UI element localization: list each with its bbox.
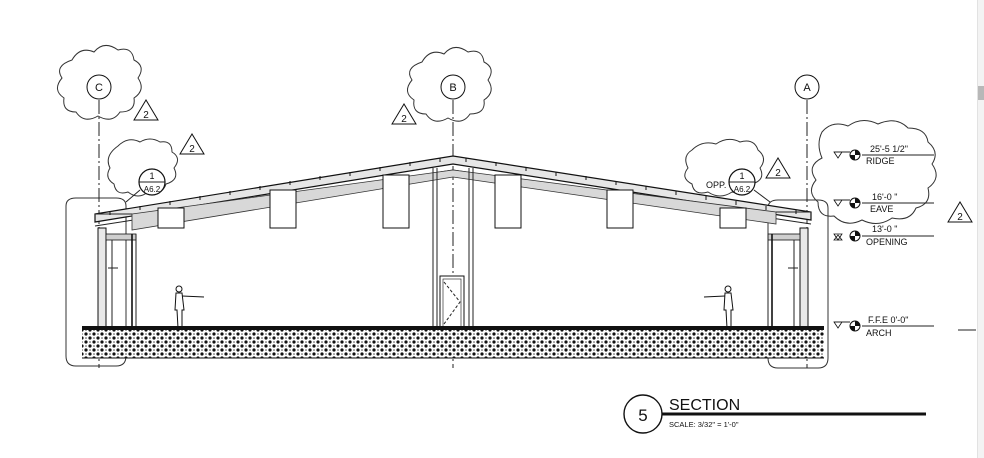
svg-text:A: A xyxy=(803,82,811,94)
drawing-title-block: 5 SECTION SCALE: 3/32" = 1'-0" xyxy=(623,394,926,434)
drawing-title: SECTION xyxy=(669,397,740,414)
svg-text:A6.2: A6.2 xyxy=(144,185,161,194)
revision-cloud-grid-b xyxy=(407,47,492,122)
revision-triangle: 2 xyxy=(179,133,205,155)
roof-vent-openings xyxy=(157,174,747,229)
svg-text:2: 2 xyxy=(775,168,781,179)
svg-text:B: B xyxy=(449,82,456,94)
revision-cloud-grid-c xyxy=(57,45,142,120)
center-door xyxy=(439,275,465,329)
left-wall-frame xyxy=(97,227,137,329)
svg-text:A6.2: A6.2 xyxy=(734,185,751,194)
revision-triangle: 2 xyxy=(133,99,159,121)
svg-text:2: 2 xyxy=(401,114,407,125)
svg-text:2: 2 xyxy=(957,212,963,223)
svg-text:C: C xyxy=(95,82,103,94)
svg-text:16'-0 ": 16'-0 " xyxy=(872,192,897,202)
revision-cloud-elevations xyxy=(811,120,937,224)
scale-figure-right xyxy=(703,285,734,329)
detail-callout-left: 1 A6.2 xyxy=(125,168,166,203)
revision-triangle: 2 xyxy=(391,103,417,125)
drawing-number: 5 xyxy=(638,406,647,425)
svg-text:25'-5 1/2": 25'-5 1/2" xyxy=(870,144,908,154)
svg-text:13'-0 ": 13'-0 " xyxy=(872,224,897,234)
grid-bubble-c: C xyxy=(86,74,112,100)
elevation-marker-opening: 13'-0 " OPENING xyxy=(833,224,934,247)
revision-cloud-detail-left xyxy=(107,138,178,197)
grid-bubble-a: A xyxy=(794,74,820,100)
svg-text:1: 1 xyxy=(739,171,744,181)
roof-purlins xyxy=(109,158,797,215)
svg-text:F.F.E 0'-0": F.F.E 0'-0" xyxy=(868,315,908,325)
revision-cloud-right-wall xyxy=(767,199,829,369)
scale-figure-left xyxy=(174,285,205,329)
revision-triangle: 2 xyxy=(765,157,791,179)
detail-callout-right: OPP. 1 A6.2 xyxy=(706,168,771,203)
svg-text:OPENING: OPENING xyxy=(866,237,908,247)
center-wall xyxy=(432,168,474,328)
floor-slab xyxy=(82,326,824,359)
svg-text:1: 1 xyxy=(149,171,154,181)
svg-text:EAVE: EAVE xyxy=(870,204,893,214)
svg-text:OPP.: OPP. xyxy=(706,180,726,190)
right-wall-frame xyxy=(767,227,809,329)
elevation-marker-eave: 16'-0 " EAVE xyxy=(833,192,934,214)
elevation-marker-ridge: 25'-5 1/2" RIDGE xyxy=(833,144,934,166)
svg-text:2: 2 xyxy=(143,110,149,121)
vertical-scrollbar[interactable] xyxy=(977,0,984,458)
drawing-scale: SCALE: 3/32" = 1'-0" xyxy=(669,420,739,429)
elevation-marker-ffe: F.F.E 0'-0" ARCH xyxy=(833,315,934,338)
roof-assembly xyxy=(94,155,812,231)
svg-text:2: 2 xyxy=(189,144,195,155)
revision-triangle: 2 xyxy=(947,201,973,223)
grid-bubble-b: B xyxy=(440,74,466,100)
svg-text:ARCH: ARCH xyxy=(866,328,892,338)
svg-text:RIDGE: RIDGE xyxy=(866,156,895,166)
scrollbar-thumb[interactable] xyxy=(978,86,984,100)
